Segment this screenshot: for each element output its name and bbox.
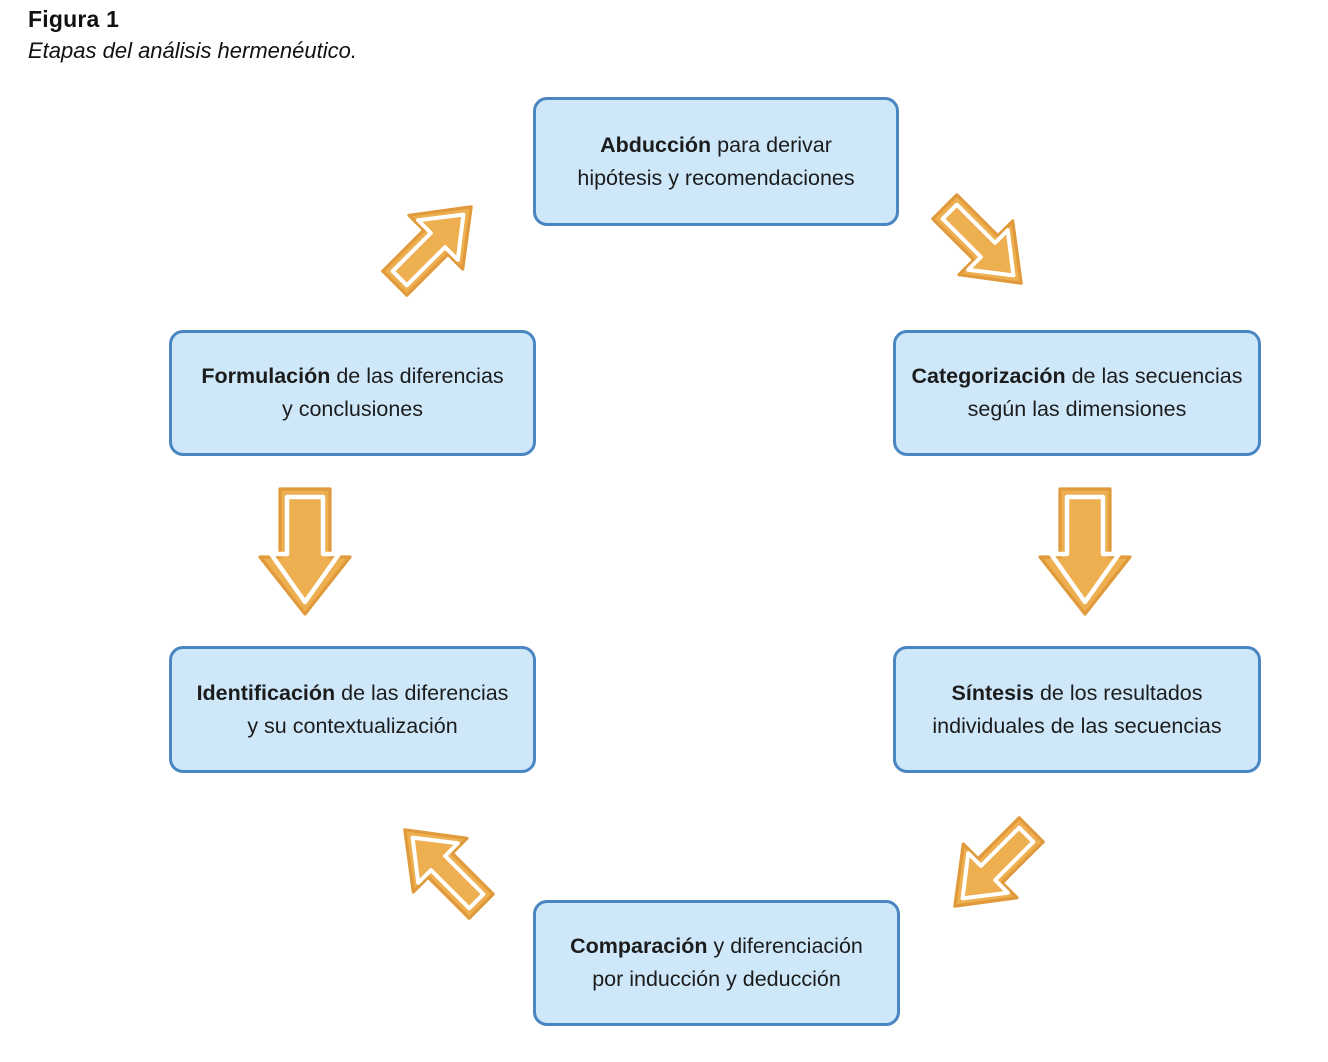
node-abduccion-rest: para derivar xyxy=(711,132,832,157)
node-sintesis[interactable]: Síntesis de los resultados individuales d… xyxy=(893,646,1261,773)
node-categorizacion-line2: según las dimensiones xyxy=(967,397,1187,421)
node-formulacion-rest: de las diferencias xyxy=(330,364,504,388)
node-identificacion-text: Identificación de las diferencias y su co… xyxy=(182,677,523,743)
figure-label: Figura 1 xyxy=(28,6,120,32)
arrow-up-icon xyxy=(252,484,358,619)
node-formulacion-line2: y conclusiones xyxy=(281,397,424,421)
node-comparacion-rest: y diferenciación xyxy=(707,934,863,958)
arrow-down-right-icon xyxy=(918,183,1048,308)
figure-title: Etapas del análisis hermenéutico. xyxy=(28,38,357,63)
node-identificacion-line2: y su contextualización xyxy=(247,713,458,738)
node-identificacion-lead: Identificación xyxy=(196,680,336,705)
node-abduccion-line2: hipótesis y recomendaciones xyxy=(577,165,855,190)
node-sintesis-text: Síntesis de los resultados individuales d… xyxy=(906,677,1248,743)
node-categorizacion-rest: de las secuencias xyxy=(1065,364,1243,388)
node-categorizacion-text: Categorización de las secuencias según la… xyxy=(906,360,1248,426)
node-comparacion-text: Comparación y diferenciación por inducció… xyxy=(546,930,887,996)
node-sintesis-lead: Síntesis xyxy=(951,680,1034,705)
node-formulacion-lead: Formulación xyxy=(201,364,331,388)
node-comparacion-lead: Comparación xyxy=(570,934,708,958)
arrow-up-right-icon xyxy=(368,183,498,308)
node-formulacion[interactable]: Formulación de las diferencias y conclusi… xyxy=(169,330,536,456)
figure-caption: Figura 1 Etapas del análisis hermenéutic… xyxy=(28,4,928,66)
arrow-down-icon xyxy=(1032,484,1138,619)
node-comparacion[interactable]: Comparación y diferenciación por inducció… xyxy=(533,900,900,1026)
node-categorizacion[interactable]: Categorización de las secuencias según la… xyxy=(893,330,1261,456)
node-sintesis-rest: de los resultados xyxy=(1033,680,1203,705)
node-identificacion[interactable]: Identificación de las diferencias y su co… xyxy=(169,646,536,773)
node-identificacion-rest: de las diferencias xyxy=(335,680,509,705)
arrow-up-left-icon xyxy=(378,806,508,931)
arrow-down-left-icon xyxy=(928,806,1058,931)
node-abduccion[interactable]: Abducción para derivar hipótesis y recome… xyxy=(533,97,899,226)
node-comparacion-line2: por inducción y deducción xyxy=(592,967,841,991)
node-sintesis-line2: individuales de las secuencias xyxy=(932,713,1222,738)
node-formulacion-text: Formulación de las diferencias y conclusi… xyxy=(182,360,523,426)
node-abduccion-text: Abducción para derivar hipótesis y recome… xyxy=(546,129,886,195)
node-abduccion-lead: Abducción xyxy=(600,132,712,157)
node-categorizacion-lead: Categorización xyxy=(911,364,1066,388)
